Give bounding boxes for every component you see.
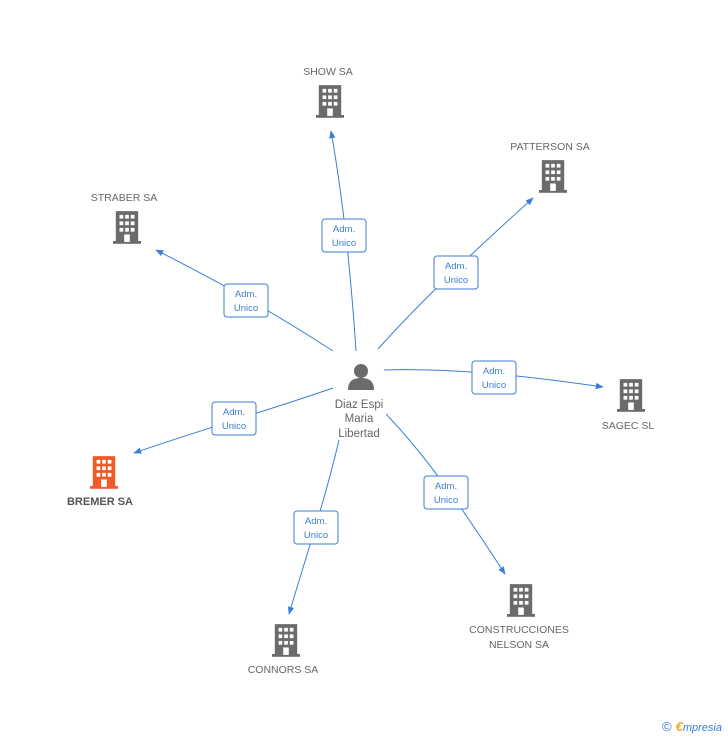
edge-label-line-1: Adm. <box>445 261 467 272</box>
brand-logo-text: mpresia <box>682 722 722 734</box>
edge-label-box <box>433 255 479 290</box>
building-icon <box>316 85 344 118</box>
edge-label-line-2: Unico <box>222 421 246 432</box>
company-node-straber[interactable]: STRABER SA <box>91 192 158 244</box>
company-name-line-2: NELSON SA <box>489 639 549 651</box>
edge-label-line-1: Adm. <box>305 516 327 527</box>
edge-label-line-1: Adm. <box>223 407 245 418</box>
center-name-line-2: Maria <box>345 413 374 425</box>
copyright-icon: © <box>662 719 672 734</box>
company-name-line-1: SAGEC SL <box>602 420 655 432</box>
company-name-line-1: BREMER SA <box>67 496 133 508</box>
center-person-node[interactable]: Diaz Espi Maria Libertad <box>335 364 384 440</box>
person-icon <box>348 364 374 390</box>
edge-label-line-2: Unico <box>444 275 468 286</box>
building-icon <box>617 379 645 412</box>
edge-label-line-1: Adm. <box>435 481 457 492</box>
edge-label-line-2: Unico <box>434 495 458 506</box>
company-node-patterson[interactable]: PATTERSON SA <box>510 141 590 193</box>
edge-label-box <box>223 283 269 318</box>
edge-label-line-1: Adm. <box>483 366 505 377</box>
edge-label-line-2: Unico <box>234 303 258 314</box>
company-node-bremer[interactable]: BREMER SA <box>67 456 133 508</box>
building-icon <box>90 456 118 489</box>
edge-label-box <box>211 401 257 436</box>
company-name-line-1: STRABER SA <box>91 192 158 204</box>
edge-label-box <box>293 510 339 545</box>
company-name-line-1: SHOW SA <box>303 66 353 78</box>
edge-label-line-2: Unico <box>304 530 328 541</box>
edge-label-line-2: Unico <box>332 238 356 249</box>
edge-label-box <box>321 218 367 253</box>
company-name-line-1: CONNORS SA <box>248 664 319 676</box>
company-node-connors[interactable]: CONNORS SA <box>248 624 319 676</box>
brand-logo-initial: € <box>675 719 683 734</box>
edge-label-nelson[interactable]: Adm. Unico <box>423 475 469 510</box>
edge-label-bremer[interactable]: Adm. Unico <box>211 401 257 436</box>
building-icon <box>113 211 141 244</box>
company-name-line-1: PATTERSON SA <box>510 141 590 153</box>
edge-label-patterson[interactable]: Adm. Unico <box>433 255 479 290</box>
company-node-show[interactable]: SHOW SA <box>303 66 353 118</box>
footer-brand: ©€mpresia <box>662 719 722 734</box>
edge-label-connors[interactable]: Adm. Unico <box>293 510 339 545</box>
center-name-line-1: Diaz Espi <box>335 399 384 411</box>
edge-label-box <box>423 475 469 510</box>
edge-label-show[interactable]: Adm. Unico <box>321 218 367 253</box>
edge-label-straber[interactable]: Adm. Unico <box>223 283 269 318</box>
edge-label-line-1: Adm. <box>333 224 355 235</box>
edge-label-sagec[interactable]: Adm. Unico <box>471 360 517 395</box>
building-icon <box>507 584 535 617</box>
company-node-nelson[interactable]: CONSTRUCCIONES NELSON SA <box>469 584 569 651</box>
edge-label-line-1: Adm. <box>235 289 257 300</box>
building-icon <box>539 160 567 193</box>
edge-label-box <box>471 360 517 395</box>
building-icon <box>272 624 300 657</box>
company-node-sagec[interactable]: SAGEC SL <box>602 379 655 432</box>
edge-label-line-2: Unico <box>482 380 506 391</box>
company-name-line-1: CONSTRUCCIONES <box>469 624 569 636</box>
center-name-line-3: Libertad <box>338 428 380 440</box>
